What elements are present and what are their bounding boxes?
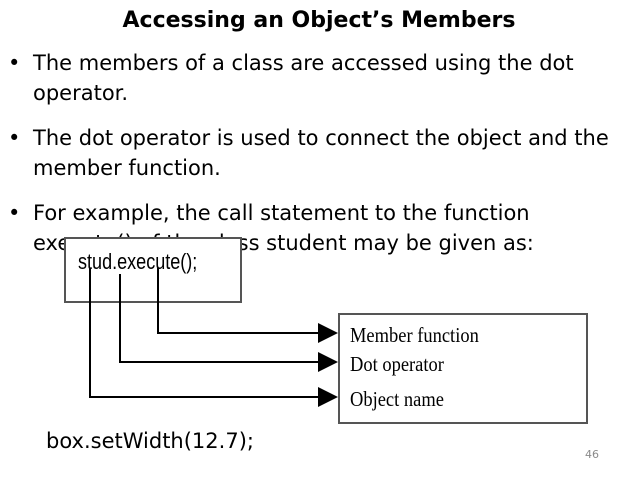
arrow-member-function [157, 268, 338, 343]
bullet-3-text: For example, the call statement to the f… [33, 201, 534, 255]
bullet-2-text: The dot operator is used to connect the … [33, 126, 609, 180]
bullet-1-text: The members of a class are accessed usin… [33, 51, 574, 105]
code-diagram-box: stud.execute(); [64, 237, 242, 303]
bullet-symbol: • [8, 126, 21, 150]
label-dot-operator: Dot operator [350, 352, 444, 376]
bullet-3: • For example, the call statement to the… [8, 198, 628, 260]
bullet-2: • The dot operator is used to connect th… [8, 123, 628, 183]
arrow-object-name [89, 268, 338, 407]
bullet-symbol: • [8, 201, 21, 225]
page-number: 46 [585, 448, 599, 461]
slide-title: Accessing an Object’s Members [122, 8, 516, 33]
example-code: box.setWidth(12.7); [46, 429, 254, 453]
label-object-name: Object name [350, 387, 444, 411]
label-member-function: Member function [350, 323, 479, 347]
bullet-1: • The members of a class are accessed us… [8, 48, 628, 108]
arrow-dot-operator [119, 274, 338, 372]
bullet-symbol: • [8, 51, 21, 75]
code-statement: stud.execute(); [78, 249, 198, 274]
label-box: Member function Dot operator Object name [338, 313, 588, 424]
